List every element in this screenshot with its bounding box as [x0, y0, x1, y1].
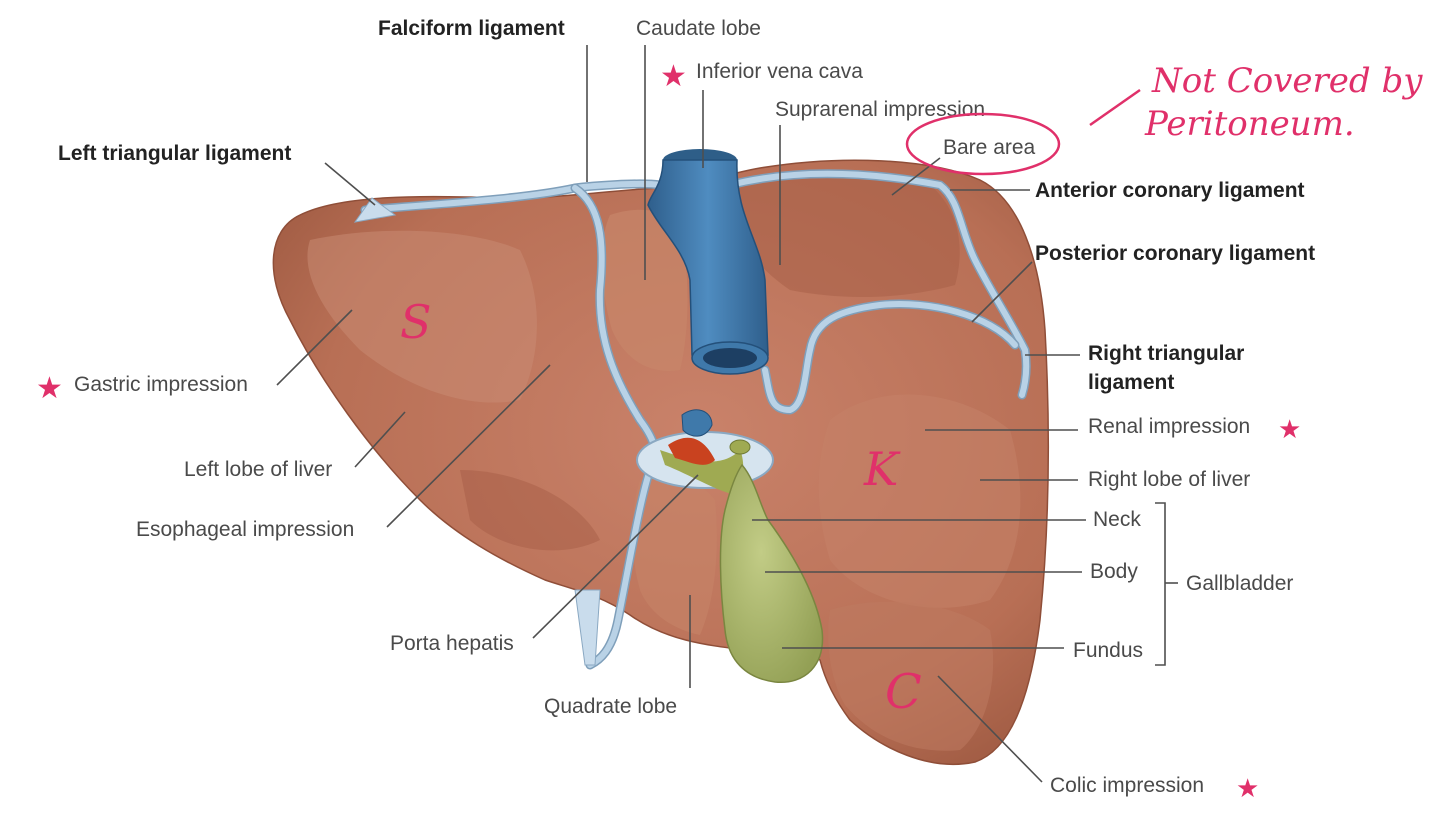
portal-vein	[681, 409, 713, 437]
handwritten-annotations: Not Covered by Peritoneum. S K C ★ ★ ★ ★	[36, 59, 1423, 804]
leader-porta-hepatis	[532, 474, 699, 639]
letter-k-kidney: K	[863, 442, 901, 496]
inferior-vena-cava	[647, 149, 769, 375]
label-fundus: Fundus	[1073, 639, 1143, 662]
label-right-triangular-ligament-1: Right triangular	[1088, 342, 1244, 365]
left-lobe-shadow	[460, 470, 600, 551]
label-colic-impression: Colic impression	[1050, 774, 1204, 797]
label-posterior-coronary-ligament: Posterior coronary ligament	[1035, 242, 1315, 265]
label-esophageal-impression: Esophageal impression	[136, 518, 354, 541]
hepatic-artery	[668, 437, 715, 465]
label-right-lobe-of-liver: Right lobe of liver	[1088, 468, 1250, 491]
note-pointer-line	[1089, 88, 1141, 127]
gallbladder-body	[719, 463, 824, 683]
leader-colic	[937, 675, 1043, 783]
label-anterior-coronary-ligament: Anterior coronary ligament	[1035, 179, 1305, 202]
ivc-lumen	[703, 348, 757, 368]
label-renal-impression: Renal impression	[1088, 415, 1250, 438]
label-gastric-impression: Gastric impression	[74, 373, 248, 396]
leader-left-triangular	[324, 162, 376, 206]
quadrate-lobe-area	[632, 476, 717, 635]
caudate-lobe-area	[601, 209, 688, 371]
left-triangular-ligament-tip	[353, 197, 397, 223]
bile-duct	[660, 450, 744, 495]
label-quadrate-lobe: Quadrate lobe	[544, 695, 677, 718]
leader-posterior-coronary	[971, 261, 1033, 323]
round-ligament-tip	[574, 589, 601, 666]
label-right-triangular-ligament-2: ligament	[1088, 371, 1174, 394]
label-left-triangular-ligament: Left triangular ligament	[58, 142, 291, 165]
colic-impression-area	[828, 601, 994, 751]
label-suprarenal-impression: Suprarenal impression	[775, 98, 985, 121]
gastric-impression-area	[307, 230, 537, 403]
gallbladder	[719, 463, 824, 683]
bare-area-circle	[905, 112, 1061, 176]
leader-esophageal	[386, 364, 551, 528]
bare-area-region	[730, 170, 960, 297]
leader-left-lobe	[354, 411, 406, 468]
label-bare-area: Bare area	[943, 136, 1036, 159]
label-left-lobe-of-liver: Left lobe of liver	[184, 458, 332, 481]
label-falciform-ligament: Falciform ligament	[378, 17, 565, 40]
cystic-duct-opening	[729, 439, 751, 455]
note-not-covered: Not Covered by	[1151, 61, 1423, 101]
note-peritoneum: Peritoneum.	[1144, 104, 1355, 144]
star-icon: ★	[660, 59, 687, 94]
leader-bare-area	[891, 157, 941, 196]
label-caudate-lobe: Caudate lobe	[636, 17, 761, 40]
renal-impression-area	[818, 394, 1021, 608]
leader-lines	[276, 45, 1178, 783]
label-gallbladder: Gallbladder	[1186, 572, 1293, 595]
label-inferior-vena-cava: Inferior vena cava	[696, 60, 863, 83]
star-icon: ★	[36, 371, 63, 406]
label-body: Body	[1090, 560, 1138, 583]
letter-s-stomach: S	[400, 295, 432, 349]
letter-c-colon: C	[885, 664, 922, 720]
label-neck: Neck	[1093, 508, 1141, 531]
leader-gastric	[276, 309, 353, 386]
labels: Falciform ligament Caudate lobe Inferior…	[58, 17, 1315, 797]
ivc-vessel	[647, 159, 769, 356]
peritoneal-reflections	[353, 169, 1031, 670]
label-porta-hepatis: Porta hepatis	[390, 632, 514, 655]
star-icon: ★	[1278, 415, 1301, 445]
star-icon: ★	[1236, 774, 1259, 804]
gallbladder-bracket	[1155, 502, 1166, 666]
